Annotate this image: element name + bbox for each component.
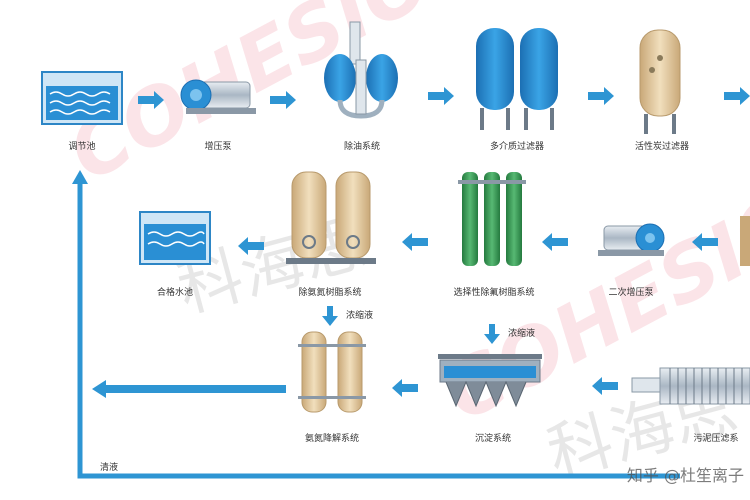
andan-jiangjie-tanks-icon <box>298 331 366 413</box>
arrow-return-long <box>92 380 286 398</box>
arrow-1 <box>138 91 164 109</box>
erci-pipe-stub <box>740 216 750 266</box>
hegeshuichi-tank-icon <box>139 211 211 265</box>
label-andan-jiangjie: 氨氮降解系统 <box>304 434 360 444</box>
arrow-11 <box>392 379 418 397</box>
label-hegeshuichi: 合格水池 <box>156 288 194 298</box>
chuandan-resin-icon <box>286 171 376 264</box>
arrow-4 <box>588 87 614 105</box>
label-wuni: 污泥压滤系 <box>693 434 739 444</box>
arrow-3 <box>428 87 454 105</box>
label-duojiezhi: 多介质过滤器 <box>489 142 545 152</box>
label-chendian: 沉淀系统 <box>474 434 512 444</box>
label-tiaojiechi: 调节池 <box>68 142 96 152</box>
label-chuyou: 除油系统 <box>343 142 381 152</box>
tiaojiechi-tank-icon <box>41 71 123 125</box>
arrow-down-2 <box>484 324 500 344</box>
arrow-6 <box>238 237 264 255</box>
arrow-8 <box>542 233 568 251</box>
label-erci: 二次增压泵 <box>608 288 654 298</box>
qingye-loop-line <box>77 180 680 479</box>
zengyabeng-pump-icon <box>180 79 256 114</box>
label-qingye: 清液 <box>100 463 119 473</box>
label-nongsuoye-2: 浓缩液 <box>508 329 536 339</box>
arrow-7 <box>402 233 428 251</box>
arrow-2 <box>270 91 296 109</box>
arrow-5 <box>724 87 750 105</box>
label-xuanzexing: 选择性除氟树脂系统 <box>453 288 535 298</box>
chendian-settling-icon <box>438 354 542 408</box>
label-chuandan: 除氨氮树脂系统 <box>298 288 362 298</box>
chuyou-tanks-icon <box>324 21 398 119</box>
duojiezhi-filter-icon <box>476 28 558 130</box>
huoxingtan-filter-icon <box>639 29 681 134</box>
arrow-down-1 <box>322 306 338 326</box>
arrow-10 <box>592 377 618 395</box>
wuni-filterpress-icon <box>631 367 750 405</box>
credit-text: 知乎 @杜笙离子 <box>626 466 744 485</box>
arrow-9 <box>692 233 718 251</box>
qingye-loop-arrowhead <box>72 170 88 184</box>
erci-pump-icon <box>598 223 665 256</box>
label-huoxingtan: 活性炭过滤器 <box>634 142 690 152</box>
label-nongsuoye-1: 浓缩液 <box>346 311 374 321</box>
xuanzexing-resin-icon <box>458 172 526 266</box>
label-zengyabeng: 增压泵 <box>204 142 232 152</box>
